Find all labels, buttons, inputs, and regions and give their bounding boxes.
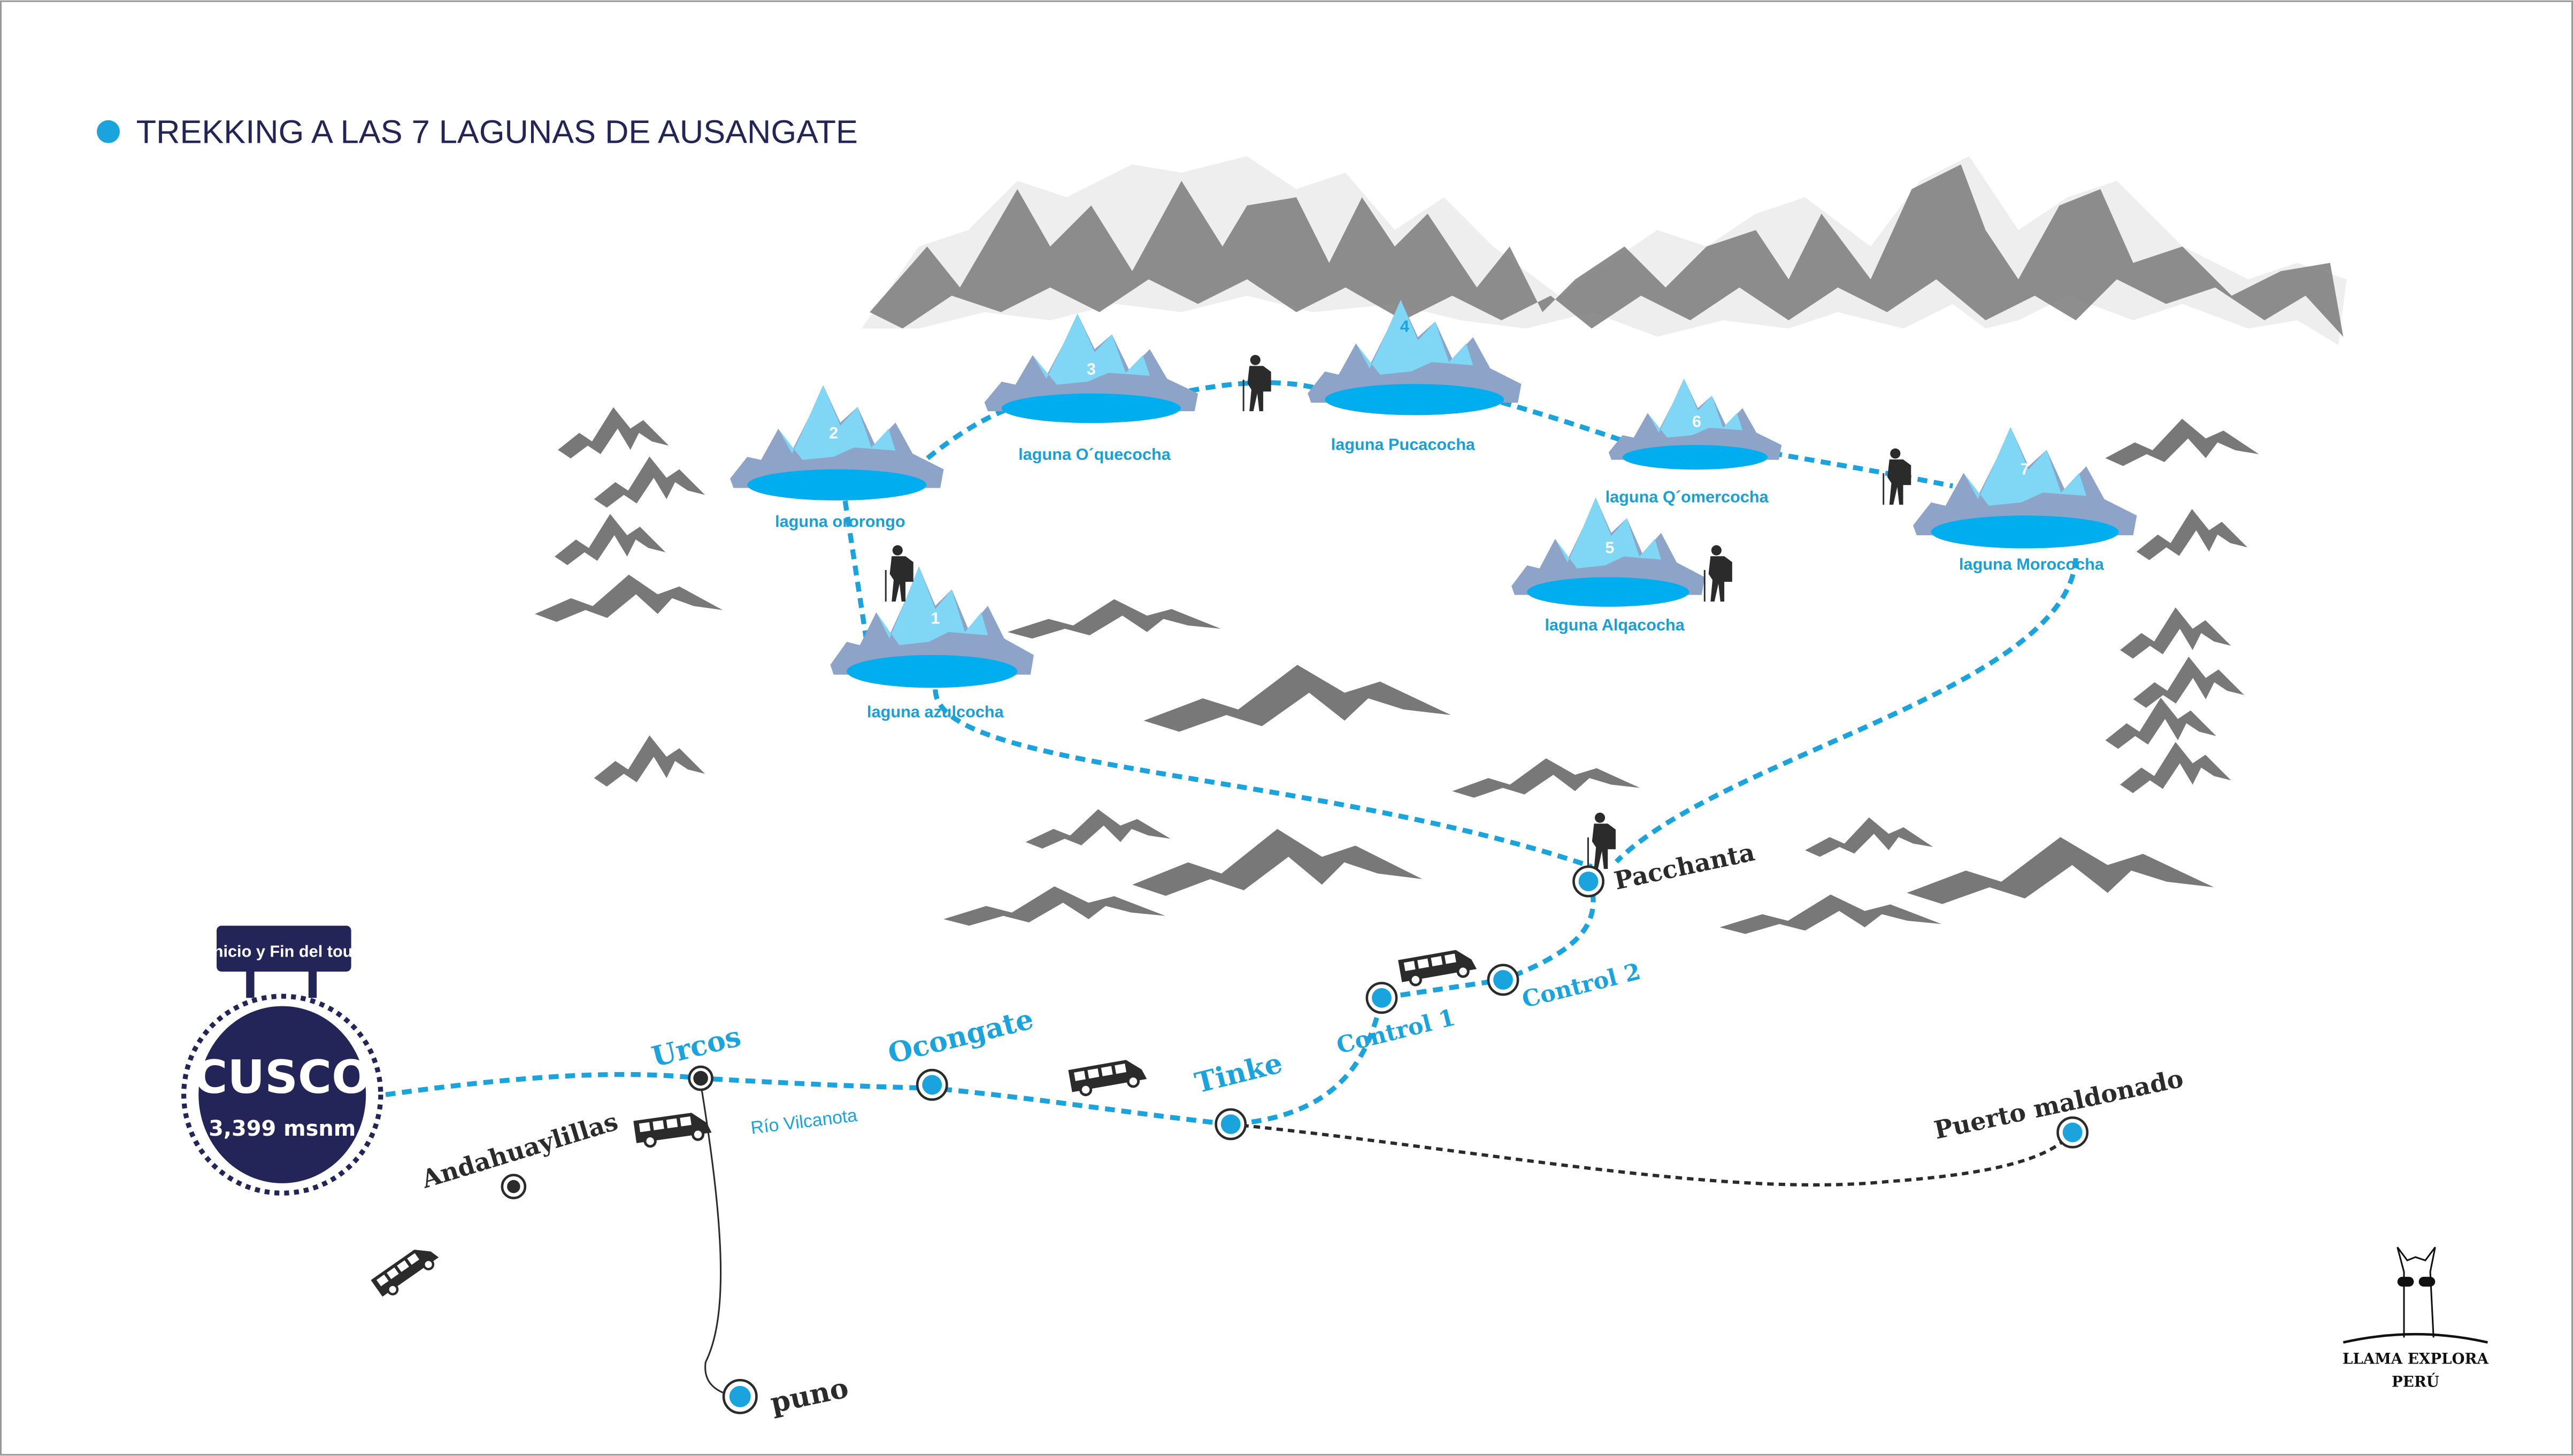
- lake-label: laguna ororongo: [775, 512, 905, 531]
- lake-5[interactable]: 5 laguna Alqacocha: [1511, 497, 1705, 634]
- lake-label: laguna Q´omercocha: [1606, 488, 1769, 506]
- stop-control-2[interactable]: [1487, 964, 1519, 996]
- lake-4[interactable]: 4 laguna Pucacocha: [1308, 299, 1522, 454]
- lake-label: laguna Alqacocha: [1545, 615, 1685, 634]
- lake-3[interactable]: 3 laguna O´quecocha: [984, 313, 1199, 464]
- cusco-altitude: 3,399 msnm: [209, 1116, 356, 1141]
- lake-1[interactable]: 1 laguna azulcocha: [830, 566, 1034, 721]
- cusco-label: CUSCO: [194, 1051, 371, 1104]
- mountain-range: [861, 156, 2347, 345]
- lake-label: laguna azulcocha: [867, 703, 1004, 721]
- sunglasses-icon: [2397, 1276, 2414, 1287]
- svg-text:LLAMA EXPLORA: LLAMA EXPLORA: [2342, 1350, 2488, 1367]
- stop-urcos[interactable]: [688, 1065, 713, 1091]
- lake-label: laguna O´quecocha: [1018, 445, 1171, 464]
- lake-label: laguna Morococha: [1959, 554, 2105, 573]
- stop-puerto-maldonado[interactable]: [2056, 1116, 2089, 1149]
- svg-text:2: 2: [829, 423, 838, 442]
- stop-puno[interactable]: [722, 1378, 758, 1414]
- stop-pacchanta[interactable]: [1572, 865, 1604, 898]
- svg-text:7: 7: [2021, 459, 2030, 478]
- svg-text:5: 5: [1605, 538, 1614, 557]
- svg-text:4: 4: [1400, 317, 1409, 336]
- llama-explora-logo: LLAMA EXPLORA PERÚ: [2342, 1246, 2488, 1390]
- svg-text:PERÚ: PERÚ: [2392, 1372, 2439, 1390]
- lake-6[interactable]: 6 laguna Q´omercocha: [1606, 378, 1782, 506]
- svg-text:6: 6: [1692, 412, 1701, 430]
- start-sign: [217, 926, 351, 972]
- svg-text:Inicio y Fin del tour: Inicio y Fin del tour: [209, 942, 359, 961]
- route-to-puno: [700, 1083, 740, 1398]
- lake-label: laguna Pucacocha: [1331, 435, 1476, 453]
- cusco-start[interactable]: Inicio y Fin del tour CUSCO 3,399 msnm: [181, 926, 383, 1196]
- lake-2[interactable]: 2 laguna ororongo: [730, 385, 944, 531]
- stop-control-1[interactable]: [1365, 982, 1398, 1014]
- lake-7[interactable]: 7 laguna Morococha: [1913, 427, 2137, 573]
- route-to-puerto-maldonado: [1230, 1122, 2074, 1187]
- stop-markers: [501, 865, 2089, 1414]
- stop-andahuaylillas[interactable]: [501, 1174, 527, 1199]
- stop-ocongate[interactable]: [916, 1068, 948, 1101]
- page-title: TREKKING A LAS 7 LAGUNAS DE AUSANGATE: [136, 114, 858, 151]
- svg-text:3: 3: [1087, 359, 1096, 378]
- stop-tinke[interactable]: [1215, 1108, 1247, 1141]
- title-bullet-icon: [97, 120, 120, 143]
- svg-text:1: 1: [931, 609, 940, 628]
